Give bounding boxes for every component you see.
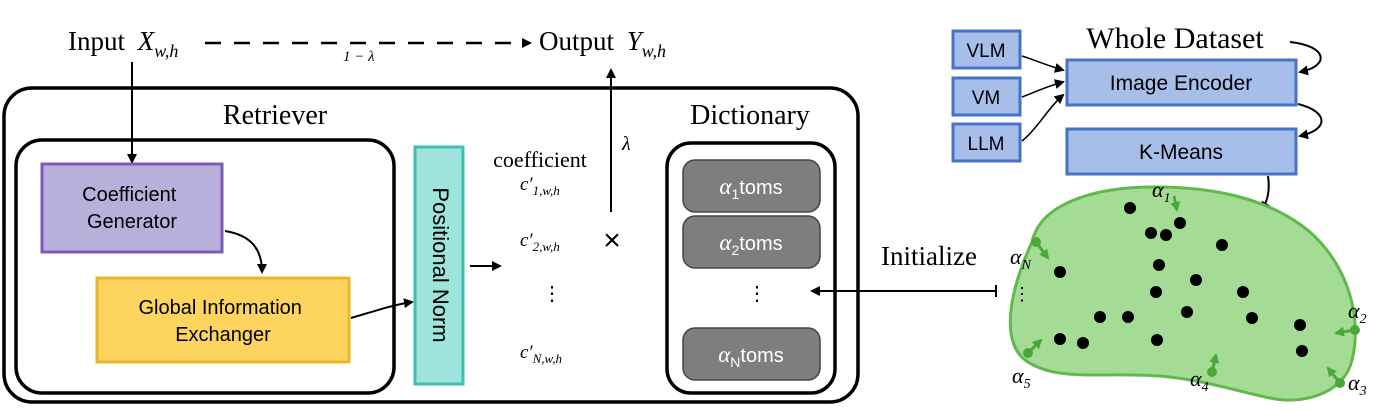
- llm-label: LLM: [968, 134, 1005, 155]
- cluster-point: [1094, 311, 1106, 323]
- atom-1-label: α1toms: [719, 174, 782, 202]
- cluster-points: [1054, 202, 1308, 357]
- coefficient-title: coefficient: [493, 147, 587, 172]
- kmeans-label: K-Means: [1139, 141, 1223, 164]
- cluster-label-alpha-1: α1: [1152, 177, 1171, 206]
- multiply-symbol: ×: [603, 224, 621, 257]
- cluster-point: [1174, 217, 1186, 229]
- cluster-point: [1150, 286, 1162, 298]
- cluster-label-alpha-n: αN: [1010, 244, 1032, 273]
- centroid-markers: [1023, 195, 1360, 388]
- image-encoder-label: Image Encoder: [1110, 72, 1252, 95]
- atom-ellipsis: ⋮: [747, 283, 767, 305]
- dictionary-box: [665, 141, 837, 395]
- atom-n-label: αNtoms: [718, 342, 784, 370]
- cluster-point: [1054, 333, 1066, 345]
- centroid-arrow-3: [1326, 366, 1342, 384]
- cluster-point: [1294, 319, 1306, 331]
- cluster-point: [1153, 259, 1165, 271]
- atom-1-box: [682, 159, 821, 213]
- image-encoder-box: [1065, 58, 1298, 107]
- vm-to-encoder-arrow: [1021, 79, 1065, 98]
- global-exchanger-label: Global Information Exchanger: [139, 297, 308, 346]
- dataset-to-encoder-arrow: [1289, 41, 1322, 76]
- coefficient-1: c′1,w,h: [520, 174, 560, 198]
- vlm-label: VLM: [966, 41, 1005, 62]
- kmeans-box: [1065, 127, 1298, 176]
- llm-box: [951, 122, 1022, 163]
- gie-to-norm-arrow: [350, 298, 414, 319]
- skip-weight-label: 1 − λ: [343, 49, 375, 65]
- positional-norm-box: [413, 145, 465, 386]
- encoder-to-kmeans-arrow: [1297, 103, 1323, 140]
- output-label: Output Yw,h: [539, 26, 666, 61]
- centroid-arrow-4: [1209, 353, 1220, 373]
- global-exchanger-box: [95, 276, 351, 364]
- cg-to-gie-arrow: [224, 230, 267, 274]
- centroid-arrow-2: [1334, 326, 1356, 337]
- atom-n-box: [682, 327, 821, 381]
- vm-label: VM: [972, 88, 1001, 109]
- coefficient-2: c′2,w,h: [520, 230, 560, 254]
- cluster-label-alpha-4: α4: [1190, 366, 1209, 395]
- cluster-point: [1151, 334, 1163, 346]
- vlm-to-encoder-arrow: [1021, 55, 1065, 73]
- initialize-label: Initialize: [881, 241, 977, 271]
- llm-to-encoder-arrow: [1021, 93, 1065, 142]
- cluster-label-alpha-3: α3: [1348, 370, 1367, 399]
- centroid-arrow-1: [1170, 195, 1181, 212]
- cluster-label-alpha-5: α5: [1012, 363, 1031, 392]
- retriever-title: Retriever: [223, 100, 328, 131]
- module-box: [2, 86, 860, 404]
- lambda-label: λ: [621, 133, 631, 155]
- vm-box: [951, 76, 1022, 117]
- cluster-point: [1216, 239, 1228, 251]
- dictionary-title: Dictionary: [690, 100, 810, 131]
- atom-2-label: α2toms: [719, 230, 782, 258]
- whole-dataset-title: Whole Dataset: [1086, 22, 1264, 55]
- atom-2-box: [682, 215, 821, 269]
- cluster-point: [1246, 312, 1258, 324]
- cluster-point: [1181, 306, 1193, 318]
- cluster-point: [1237, 286, 1249, 298]
- coefficient-n: c′N,w,h: [520, 342, 562, 366]
- cluster-point: [1124, 202, 1136, 214]
- cluster-point: [1296, 345, 1308, 357]
- cluster-ellipsis: ⋮: [1013, 284, 1031, 304]
- coefficient-generator-label: Coefficient Generator: [82, 184, 182, 233]
- centroid-arrow-5: [1026, 338, 1043, 355]
- positional-norm-label: Positional Norm: [428, 187, 453, 342]
- cluster-point: [1145, 227, 1157, 239]
- retriever-box: [14, 138, 396, 395]
- cluster-label-alpha-2: α2: [1348, 298, 1367, 327]
- cluster-point: [1190, 274, 1202, 286]
- cluster-point: [1160, 229, 1172, 241]
- vlm-box: [951, 29, 1022, 70]
- cluster-point: [1077, 337, 1089, 349]
- cluster-point: [1054, 266, 1066, 278]
- coefficient-ellipsis: ⋮: [542, 283, 562, 305]
- input-label: Input Xw,h: [68, 26, 178, 61]
- coefficient-generator-box: [40, 162, 224, 254]
- centroid-arrow-n: [1034, 241, 1050, 260]
- cluster-point: [1122, 311, 1134, 323]
